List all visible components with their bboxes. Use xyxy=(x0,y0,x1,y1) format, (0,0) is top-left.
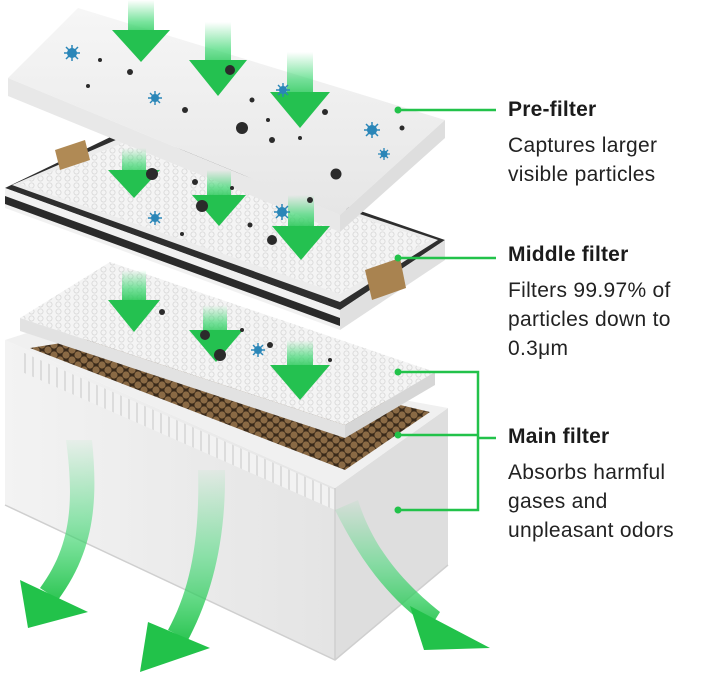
pre-filter-description: Captures larger visible particles xyxy=(508,131,657,189)
particle-icon xyxy=(249,97,255,103)
virus-icon xyxy=(378,148,390,160)
curved-arrow-icon xyxy=(140,470,226,672)
airflow-arrows-out xyxy=(20,440,490,672)
tape-right xyxy=(365,258,406,300)
pre-filter-description-line: visible particles xyxy=(508,163,656,186)
down-arrow-icon xyxy=(108,270,160,332)
particle-icon xyxy=(307,197,313,203)
particle-icon xyxy=(182,107,188,113)
main-filter-box xyxy=(4,332,449,661)
particle-icon xyxy=(230,186,234,190)
particle-icon xyxy=(196,200,208,212)
pre-filter-title: Pre-filter xyxy=(508,98,597,121)
particle-icon xyxy=(266,118,270,122)
callout-lines xyxy=(394,106,496,514)
particle-icon xyxy=(240,328,244,332)
curved-arrow-icon xyxy=(335,500,490,650)
virus-icon xyxy=(64,45,80,61)
particle-icon xyxy=(328,358,332,362)
middle-filter-description-line: particles down to xyxy=(508,308,671,331)
pre-filter-description-line: Captures larger xyxy=(508,134,658,157)
main-filter-description: Absorbs harmful gases and unpleasant odo… xyxy=(508,458,674,545)
middle-filter-description-line: 0.3μm xyxy=(508,337,569,360)
middle-filter-label: Middle filter Filters 99.97% of particle… xyxy=(508,242,671,363)
honeycomb-core xyxy=(30,336,430,470)
particle-icon xyxy=(247,222,253,228)
particle-icon xyxy=(399,125,405,131)
main-filter-label: Main filter Absorbs harmful gases and un… xyxy=(508,424,674,545)
particle-icon xyxy=(330,168,342,180)
particle-icon xyxy=(200,330,210,340)
particle-icon xyxy=(86,84,90,88)
main-filter-title: Main filter xyxy=(508,425,610,448)
particle-icon xyxy=(146,168,158,180)
virus-icon xyxy=(364,122,380,138)
tape-left xyxy=(55,140,90,170)
middle-filter-description: Filters 99.97% of particles down to 0.3μ… xyxy=(508,276,671,363)
virus-icon xyxy=(276,83,290,97)
down-arrow-icon xyxy=(270,340,330,400)
particle-icon xyxy=(180,232,184,236)
particle-icon xyxy=(192,179,198,185)
particles xyxy=(64,45,405,362)
particle-icon xyxy=(267,235,277,245)
particle-icon xyxy=(269,137,275,143)
pre-filter-label: Pre-filter Captures larger visible parti… xyxy=(508,97,657,189)
particle-icon xyxy=(236,122,248,134)
particle-icon xyxy=(298,136,302,140)
particle-icon xyxy=(214,349,226,361)
middle-filter-title: Middle filter xyxy=(508,243,629,266)
down-arrow-icon xyxy=(270,52,330,128)
main-filter-description-line: gases and xyxy=(508,490,608,513)
virus-icon xyxy=(274,204,290,220)
particle-icon xyxy=(127,69,133,75)
middle-filter-description-line: Filters 99.97% of xyxy=(508,279,671,302)
down-arrow-icon xyxy=(112,0,170,62)
virus-icon xyxy=(251,343,265,357)
curved-arrow-icon xyxy=(20,440,95,628)
virus-icon xyxy=(148,211,162,225)
particle-icon xyxy=(225,65,235,75)
pre-filter-panel xyxy=(8,8,445,232)
main-filter-description-line: unpleasant odors xyxy=(508,519,674,542)
particle-icon xyxy=(322,109,328,115)
particle-icon xyxy=(267,342,273,348)
virus-icon xyxy=(148,91,162,105)
particle-icon xyxy=(159,309,165,315)
particle-icon xyxy=(98,58,102,62)
main-filter-description-line: Absorbs harmful xyxy=(508,461,666,484)
